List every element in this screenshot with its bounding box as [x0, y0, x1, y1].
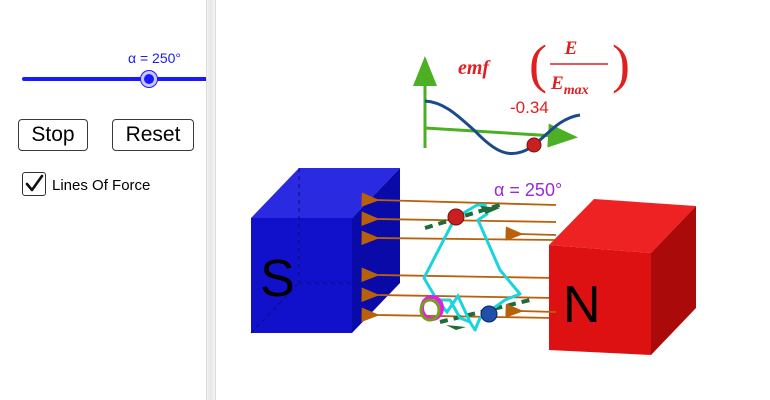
stop-button[interactable]: Stop [18, 119, 88, 151]
reset-button[interactable]: Reset [112, 119, 194, 151]
emf-value-label: -0.34 [510, 98, 549, 117]
coil-bottom-point [480, 305, 498, 323]
lines-of-force-checkbox[interactable] [22, 172, 46, 196]
emf-sine-curve [424, 99, 581, 156]
formula-numerator: E [564, 38, 578, 59]
south-magnet: S [250, 168, 400, 334]
emf-current-point [526, 137, 542, 153]
slip-ring-green [419, 298, 441, 322]
alpha-slider-label: α = 250° [128, 50, 182, 66]
emf-graph: -0.34 emf ( ) E Emax [413, 34, 630, 156]
graph-x-axis [424, 123, 578, 148]
alpha-readout: α = 250° [494, 180, 562, 200]
emf-formula-label: emf [458, 57, 491, 79]
svg-text:Emax: Emax [550, 73, 589, 98]
formula-denominator-sub: max [564, 83, 589, 98]
control-panel: α = 250° Stop Reset Lines Of Force [0, 0, 208, 400]
coil-top-point [447, 208, 465, 226]
south-pole-label: S [260, 250, 295, 308]
lines-of-force-label: Lines Of Force [52, 177, 151, 194]
north-magnet: N [549, 199, 696, 355]
formula-denominator: E [550, 73, 564, 94]
panel-divider[interactable] [206, 0, 216, 400]
checkmark-icon [25, 174, 44, 192]
rotating-coil [419, 203, 531, 332]
formula-right-paren: ) [612, 34, 630, 94]
alpha-slider-track[interactable] [22, 77, 208, 81]
alpha-slider-handle[interactable] [141, 71, 157, 87]
north-pole-label: N [563, 276, 601, 334]
field-lines [361, 192, 557, 322]
formula-left-paren: ( [529, 34, 547, 94]
